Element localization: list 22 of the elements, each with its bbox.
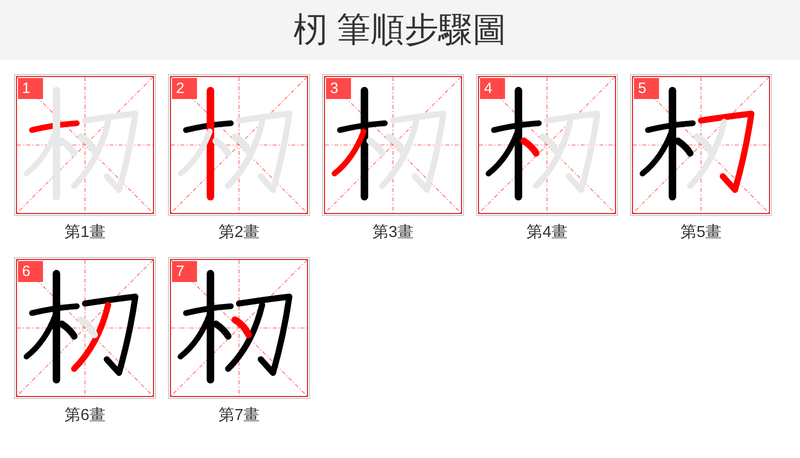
step-caption: 第4畫	[526, 222, 568, 243]
step-number-badge: 4	[480, 78, 505, 99]
stroke-step-tile	[14, 257, 156, 399]
step-number-badge: 5	[634, 78, 659, 99]
stroke-step-tile	[168, 74, 310, 216]
stroke-step-tile	[630, 74, 772, 216]
step-number-badge: 2	[172, 78, 197, 99]
stroke-step-tile	[168, 257, 310, 399]
stroke-step-tile	[322, 74, 464, 216]
step-number-badge: 6	[18, 261, 43, 282]
step-caption: 第7畫	[218, 406, 260, 426]
step-number-badge: 1	[18, 78, 43, 99]
stroke-step-tile	[14, 74, 156, 216]
page-title: 杒 筆順步驟圖	[293, 13, 507, 47]
step-caption: 第1畫	[64, 222, 106, 243]
step-number-badge: 7	[172, 261, 197, 282]
step-caption: 第6畫	[64, 406, 106, 426]
step-number-badge: 3	[326, 78, 351, 99]
step-caption: 第3畫	[372, 222, 414, 243]
stroke-step-tile	[476, 74, 618, 216]
step-caption: 第2畫	[218, 222, 260, 243]
step-caption: 第5畫	[680, 222, 722, 243]
